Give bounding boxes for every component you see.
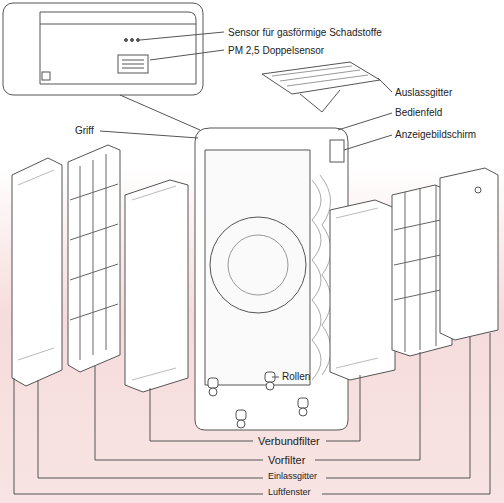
part-label: Rollen bbox=[282, 371, 310, 382]
part-label: Bedienfeld bbox=[395, 107, 442, 118]
part-label: Anzeigebildschirm bbox=[395, 129, 476, 140]
part-label: Vorfilter bbox=[268, 454, 305, 466]
part-label: Auslassgitter bbox=[395, 87, 452, 98]
part-label: Sensor für gasförmige Schadstoffe bbox=[228, 27, 382, 38]
part-label: Einlassgitter bbox=[268, 472, 317, 482]
part-label: Verbundfilter bbox=[258, 435, 320, 447]
part-label: PM 2,5 Doppelsensor bbox=[228, 45, 324, 56]
part-label: Luftfenster bbox=[268, 488, 311, 498]
part-label: Griff bbox=[75, 125, 94, 136]
